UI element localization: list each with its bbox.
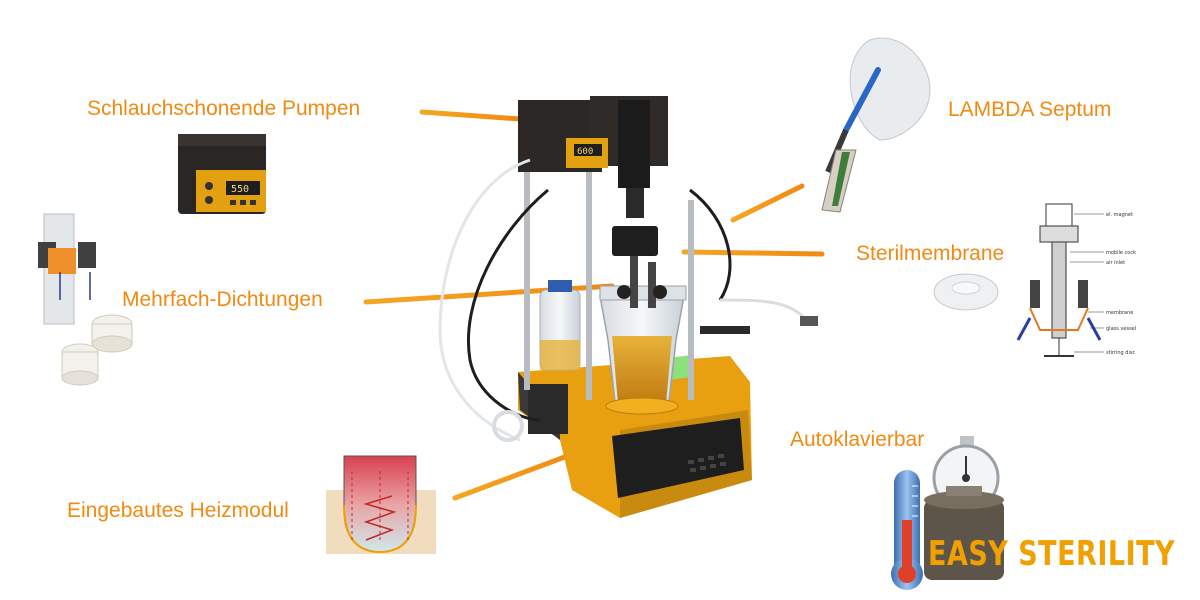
drawing-label-air-inlet: air inlet: [1106, 260, 1125, 266]
drawing-label-mobile-cock: mobile cock: [1106, 250, 1136, 256]
pointer-line-membrane: [681, 249, 825, 257]
label-pumps: Schlauchschonende Pumpen: [87, 97, 361, 120]
heater-image: [326, 455, 436, 554]
drawing-label-magnet: el. magnet: [1106, 212, 1133, 218]
pointer-line-heater: [452, 449, 581, 501]
septum-image: [821, 37, 931, 213]
drawing-label-membrane: membrane: [1106, 310, 1133, 316]
label-seals: Mehrfach-Dichtungen: [122, 288, 323, 311]
main-pump-display: 600: [577, 147, 593, 157]
label-membrane: Sterilmembrane: [856, 242, 1005, 265]
easy-sterility-logo: EASY STERILITY: [928, 535, 1176, 574]
pump-display: 550: [231, 184, 249, 195]
label-heater: Eingebautes Heizmodul: [67, 499, 289, 522]
pointer-line-septum: [730, 183, 805, 223]
bioreactor-image: 600: [438, 96, 818, 518]
drawing-label-glass-vessel: glass vessel: [1106, 326, 1136, 332]
drawing-label-stirring-disc: stirring disc: [1106, 350, 1135, 356]
label-autoclave: Autoklavierbar: [790, 428, 925, 451]
seals-image: [38, 213, 133, 386]
membrane-image: [933, 273, 999, 311]
pump-image: 550: [178, 134, 266, 214]
membrane-technical-drawing: el. magnet mobile cock air inlet membran…: [1016, 203, 1136, 357]
pointer-line-pumps: [419, 109, 523, 122]
thermometer-icon: [891, 470, 923, 590]
label-septum: LAMBDA Septum: [948, 98, 1112, 121]
autoclave-pot-icon: [924, 486, 1004, 580]
